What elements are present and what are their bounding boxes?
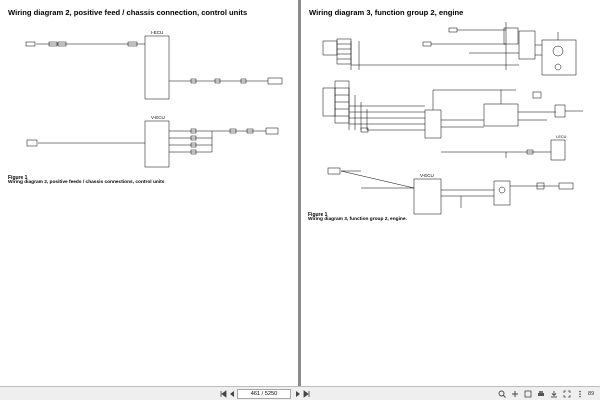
print-button[interactable] (536, 389, 546, 399)
document-page-right: Wiring diagram 3, function group 2, engi… (301, 0, 600, 386)
first-page-icon (220, 390, 227, 398)
previous-page-icon (230, 391, 234, 397)
wiring-diagram: I-ECU V-ECU (322, 22, 583, 215)
fullscreen-icon (563, 390, 571, 398)
document-page-left: Wiring diagram 2, positive feed / chassi… (0, 0, 298, 386)
v-ecu-label: V-ECU (420, 173, 434, 178)
page-number-input[interactable]: 461 / 5250 (237, 389, 291, 399)
last-page-icon (303, 390, 310, 398)
figure-label: Figure 1 (308, 212, 328, 218)
page-title: Wiring diagram 2, positive feed / chassi… (8, 8, 248, 17)
search-button[interactable] (497, 389, 507, 399)
i-ecu-label: I-ECU (151, 30, 163, 35)
wiring-diagram: I-ECU V-ECU (25, 30, 283, 168)
fit-width-icon (524, 390, 532, 398)
fullscreen-button[interactable] (562, 389, 572, 399)
page-title: Wiring diagram 3, function group 2, engi… (309, 8, 464, 17)
figure-label: Figure 1 (8, 175, 28, 181)
next-page-icon (296, 391, 300, 397)
first-page-button[interactable] (218, 389, 228, 399)
zoom-in-icon (512, 391, 518, 397)
fit-width-button[interactable] (523, 389, 533, 399)
print-icon (538, 391, 544, 396)
download-button[interactable] (549, 389, 559, 399)
zoom-in-button[interactable] (510, 389, 520, 399)
zoom-level: 89 (588, 391, 595, 397)
i-ecu-label: I-ECU (556, 135, 567, 139)
viewer-toolbar: 461 / 5250 89 (0, 386, 600, 400)
more-options-button[interactable] (575, 389, 585, 399)
last-page-button[interactable] (302, 389, 312, 399)
more-options-icon (579, 390, 581, 398)
download-icon (551, 391, 557, 398)
next-page-button[interactable] (293, 389, 303, 399)
document-viewport[interactable]: Wiring diagram 2, positive feed / chassi… (0, 0, 600, 386)
search-icon (498, 390, 506, 398)
figure-caption: Wiring diagram 3, function group 2, engi… (308, 217, 407, 222)
v-ecu-label: V-ECU (151, 115, 165, 120)
previous-page-button[interactable] (227, 389, 237, 399)
figure-caption: Wiring diagram 2, positive feeds / chass… (8, 180, 165, 185)
